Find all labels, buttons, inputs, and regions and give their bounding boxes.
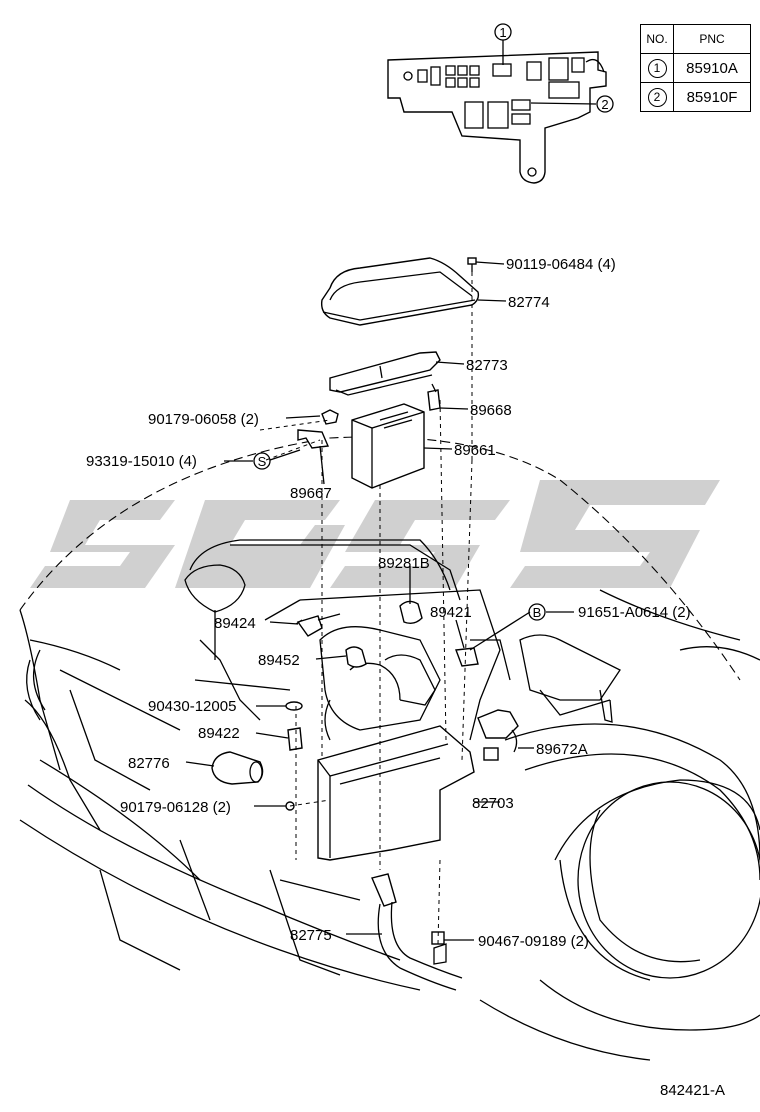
label-89667: 89667 (290, 485, 332, 502)
svg-text:S: S (258, 454, 267, 469)
ecu-bracket (329, 351, 441, 396)
label-90119-06484: 90119-06484 (4) (506, 256, 616, 273)
row-number-badge: 2 (647, 87, 667, 107)
label-90179-06058: 90179-06058 (2) (148, 411, 259, 428)
table-row: 1 85910A (640, 53, 751, 83)
document-code: 842421-A (660, 1082, 726, 1099)
gasket-90430 (285, 701, 303, 711)
nut-90179-06058 (321, 409, 339, 425)
label-90430-12005: 90430-12005 (148, 698, 236, 715)
pnc-cell: 85910A (673, 53, 751, 83)
svg-text:2: 2 (601, 97, 608, 112)
small-bracket-89668 (427, 383, 441, 411)
label-82776: 82776 (128, 755, 170, 772)
alignment-lines (259, 272, 473, 945)
svg-text:B: B (533, 605, 542, 620)
sensor-89452 (345, 646, 367, 668)
label-90467-09189: 90467-09189 (2) (478, 933, 589, 950)
engine-outline (184, 539, 621, 741)
label-89672A: 89672A (536, 741, 588, 758)
sensor-89424 (296, 613, 341, 637)
hose-82775 (371, 873, 463, 991)
header-no: NO. (640, 24, 674, 54)
label-90179-06128: 90179-06128 (2) (120, 799, 231, 816)
label-82774: 82774 (508, 294, 550, 311)
ecu-cover (320, 257, 480, 326)
pnc-table: NO. PNC 1 85910A 2 85910F (640, 24, 751, 112)
label-82703: 82703 (472, 795, 514, 812)
callout-B: B (528, 603, 546, 621)
sensor-89422 (287, 727, 303, 751)
label-89422: 89422 (198, 725, 240, 742)
leader-lines (185, 261, 574, 941)
sensor-89421 (455, 647, 479, 667)
callout-1: 1 (494, 23, 512, 41)
table-row: 2 85910F (640, 82, 751, 112)
svg-text:1: 1 (499, 25, 506, 40)
row-number-badge: 1 (647, 58, 667, 78)
label-89661: 89661 (454, 442, 496, 459)
callout-2: 2 (596, 95, 614, 113)
label-89424: 89424 (214, 615, 256, 632)
bolt-90119 (467, 257, 477, 272)
ecu-module (351, 403, 425, 489)
label-89452: 89452 (258, 652, 300, 669)
sensor-89281B (399, 600, 423, 625)
callout-S: S (253, 452, 271, 470)
label-82773: 82773 (466, 357, 508, 374)
table-header-row: NO. PNC (640, 24, 751, 54)
lower-case-82703 (317, 725, 475, 861)
label-89668: 89668 (470, 402, 512, 419)
relay-bracket (387, 40, 607, 184)
sensor-89672A (477, 709, 519, 761)
duct-82776 (211, 751, 264, 785)
label-89421: 89421 (430, 604, 472, 621)
watermark-logo (30, 480, 720, 588)
label-89281B: 89281B (378, 555, 430, 572)
header-pnc: PNC (673, 24, 751, 54)
vehicle-outline (19, 436, 760, 1061)
small-bracket-89667 (297, 429, 330, 449)
label-91651-A0614: 91651-A0614 (2) (578, 604, 691, 621)
label-93319-15010: 93319-15010 (4) (86, 453, 197, 470)
label-82775: 82775 (290, 927, 332, 944)
pnc-cell: 85910F (673, 82, 751, 112)
